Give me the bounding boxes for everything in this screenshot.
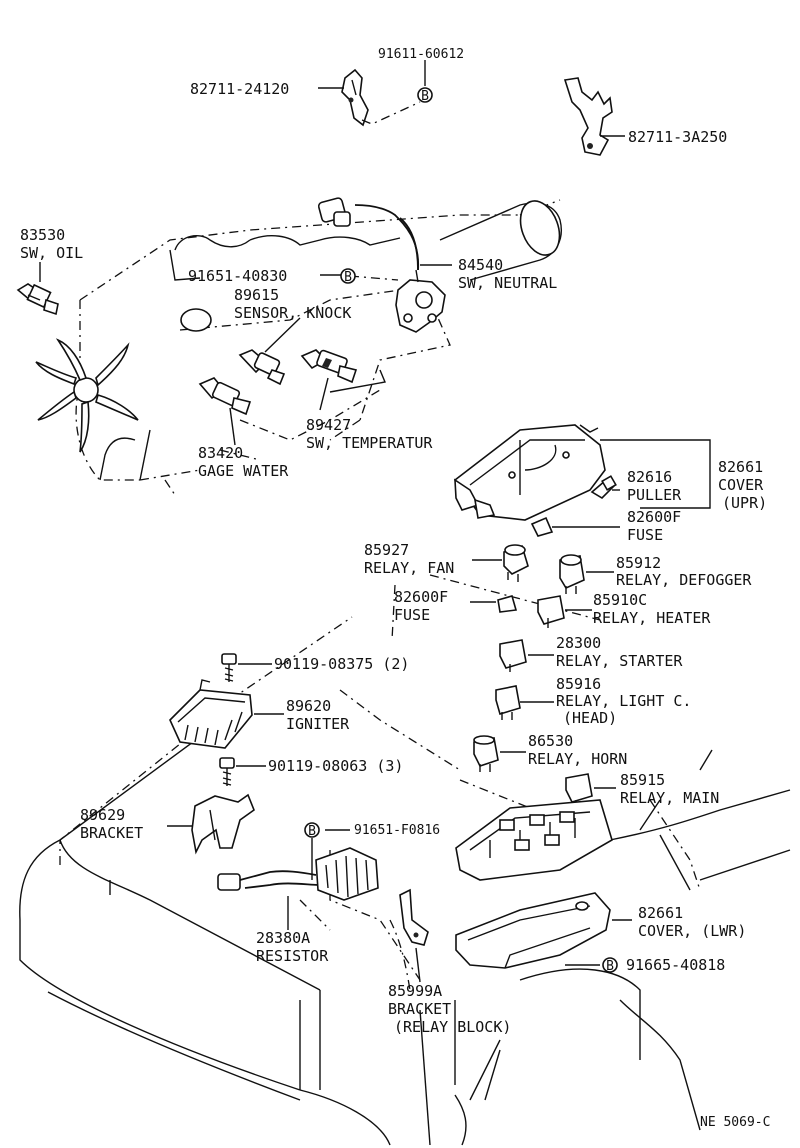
clamp-82711-3A250 (563, 77, 613, 156)
water-gage (198, 377, 252, 416)
label-28380A-name: RESISTOR (256, 947, 329, 965)
label-91651-F0816: 91651-F0816 (354, 823, 440, 838)
fuse-puller (590, 475, 617, 500)
label-82661-upr-name2: (UPR) (722, 494, 767, 512)
svg-text:B: B (344, 270, 352, 285)
label-85910C-num: 85910C (593, 591, 647, 609)
bracket-relay-block (399, 888, 429, 946)
label-28300-num: 28300 (556, 634, 601, 652)
label-86530-num: 86530 (528, 732, 573, 750)
label-85912-num: 85912 (616, 554, 661, 572)
label-89427-num: 89427 (306, 416, 351, 434)
label-83420-name: GAGE WATER (198, 462, 289, 480)
oil-switch (16, 283, 59, 316)
neutral-switch (317, 197, 446, 333)
relay-defogger (559, 554, 585, 594)
label-89620-num: 89620 (286, 697, 331, 715)
label-91651-40830: 91651-40830 (188, 267, 287, 285)
label-83530-num: 83530 (20, 226, 65, 244)
label-89615-name: SENSOR, KNOCK (234, 304, 351, 322)
label-82661-upr-num: 82661 (718, 458, 763, 476)
fuse-lower (497, 595, 518, 613)
relay-heater (537, 595, 565, 628)
marker-b-1: B (417, 87, 433, 104)
knock-sensor (238, 349, 286, 386)
engine-outline (75, 199, 562, 496)
label-28380A-num: 28380A (256, 929, 310, 947)
label-85916-num: 85916 (556, 675, 601, 693)
label-90119-08063: 90119-08063 (3) (268, 757, 403, 775)
relay-fan (503, 544, 529, 582)
temperature-switch (300, 349, 358, 384)
label-82600F-upper-name: FUSE (627, 526, 663, 544)
igniter-bracket (191, 793, 255, 855)
label-82661-lwr-name: COVER, (LWR) (638, 922, 746, 940)
marker-b-4: B (602, 957, 618, 974)
fuse-box-upper-cover (453, 424, 606, 521)
label-85999A-name2: (RELAY BLOCK) (394, 1018, 511, 1036)
label-89620-name: IGNITER (286, 715, 350, 733)
label-90119-08375: 90119-08375 (2) (274, 655, 409, 673)
bolt-lower (219, 757, 235, 786)
label-89615-num: 89615 (234, 286, 279, 304)
label-89629-num: 89629 (80, 806, 125, 824)
label-83530-name: SW, OIL (20, 244, 83, 262)
label-89427-name: SW, TEMPERATUR (306, 434, 433, 452)
relay-block-lower-cover (455, 892, 611, 969)
label-85912-name: RELAY, DEFOGGER (616, 571, 752, 589)
resistor (217, 847, 379, 901)
clamp-82711-24120 (341, 68, 369, 127)
label-82600F-upper-num: 82600F (627, 508, 681, 526)
label-82600F-lower-num: 82600F (394, 588, 448, 606)
cooling-fan (35, 338, 139, 453)
label-84540-name: SW, NEUTRAL (458, 274, 557, 292)
label-85927-name: RELAY, FAN (364, 559, 454, 577)
svg-text:B: B (308, 824, 316, 839)
figure-code: NE 5069-C (700, 1115, 770, 1130)
label-85916-name2: (HEAD) (563, 709, 617, 727)
igniter (169, 679, 253, 749)
label-85910C-name: RELAY, HEATER (593, 609, 711, 627)
relay-horn (473, 735, 499, 772)
svg-text:B: B (606, 959, 614, 974)
label-82616-num: 82616 (627, 468, 672, 486)
label-91665-40818: 91665-40818 (626, 956, 725, 974)
label-85915-num: 85915 (620, 771, 665, 789)
bolt-upper (221, 653, 237, 682)
label-82600F-lower-name: FUSE (394, 606, 430, 624)
label-82711-24120: 82711-24120 (190, 80, 289, 98)
label-91611-60612: 91611-60612 (378, 47, 464, 62)
label-85999A-name: BRACKET (388, 1000, 451, 1018)
vehicle-body-outline (19, 574, 791, 1146)
leader-lines (39, 60, 632, 983)
label-86530-name: RELAY, HORN (528, 750, 627, 768)
fuse-upper (530, 516, 554, 537)
label-82711-3A250: 82711-3A250 (628, 128, 727, 146)
label-28300-name: RELAY, STARTER (556, 652, 683, 670)
label-84540-num: 84540 (458, 256, 503, 274)
relay-block-base (455, 799, 613, 881)
label-82661-upr-name: COVER (718, 476, 764, 494)
label-85915-name: RELAY, MAIN (620, 789, 719, 807)
label-85916-name: RELAY, LIGHT C. (556, 692, 691, 710)
cover-upr-bracket (600, 439, 711, 509)
relay-light-control (495, 685, 521, 720)
label-83420-num: 83420 (198, 444, 243, 462)
label-85927-num: 85927 (364, 541, 409, 559)
marker-b-3: B (304, 822, 320, 839)
label-89629-name: BRACKET (80, 824, 143, 842)
svg-text:B: B (421, 89, 429, 104)
marker-b-2: B (340, 268, 356, 285)
label-82616-name: PULLER (627, 486, 682, 504)
label-82661-lwr-num: 82661 (638, 904, 683, 922)
label-85999A-num: 85999A (388, 982, 442, 1000)
relay-starter (499, 639, 527, 672)
